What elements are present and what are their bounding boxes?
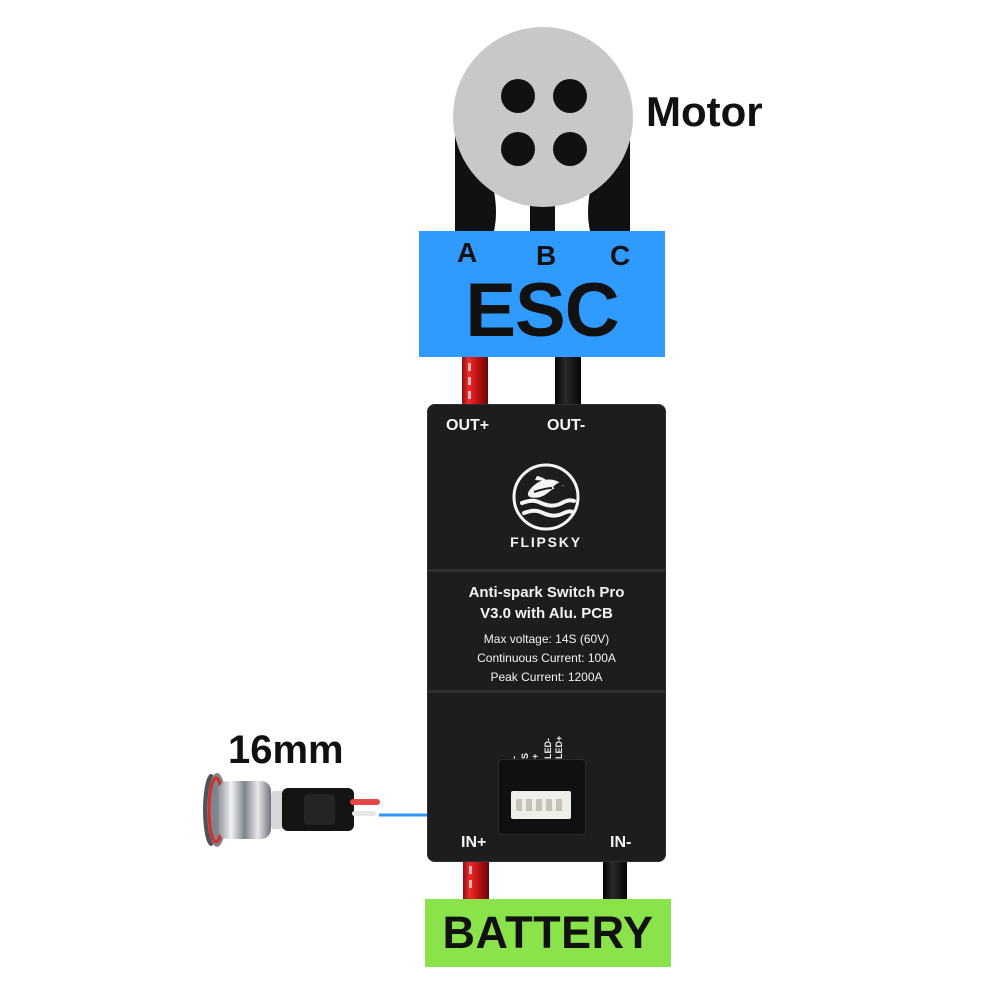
motor-hole-bottom-right (553, 132, 587, 166)
motor-body (453, 27, 633, 207)
anti-spark-switch-device: OUT+ OUT- FLIPSKY Anti-spark Switch Pro … (427, 404, 666, 862)
in-plus-label: IN+ (461, 834, 487, 851)
switch-metal-body (218, 781, 271, 839)
spec-current: Continuous Current: 100A (477, 651, 616, 665)
switch-thread (271, 791, 285, 829)
motor-hole-top-right (553, 79, 587, 113)
battery-box: BATTERY (425, 899, 671, 967)
esc-output-wires (462, 357, 581, 407)
dolphin-wave-logo-icon (512, 463, 580, 531)
motor-hole-top-left (501, 79, 535, 113)
esc-black-wire-upper (555, 357, 581, 407)
esc-title: ESC (465, 268, 619, 353)
battery-wires (463, 861, 627, 900)
device-title: Anti-spark Switch Pro (468, 584, 625, 601)
device-bottom-separator (427, 690, 666, 693)
motor-assembly (453, 27, 633, 248)
switch-white-lead (352, 811, 376, 816)
out-minus-label: OUT- (547, 417, 586, 434)
pin-label-led-minus: LED- (543, 738, 553, 759)
battery-label: BATTERY (442, 907, 654, 958)
switch-size-label: 16mm (228, 728, 344, 772)
brand-label: FLIPSKY (510, 534, 582, 550)
esc-box: A B C ESC (419, 231, 665, 357)
switch-red-lead (350, 799, 380, 805)
esc-red-wire-upper (462, 357, 488, 407)
red-wire-print-lower (469, 866, 472, 888)
out-plus-label: OUT+ (446, 417, 490, 434)
device-subtitle: V3.0 with Alu. PCB (480, 605, 613, 622)
pin-label-led-plus: LED+ (554, 735, 564, 759)
esc-phase-b-label: B (536, 240, 557, 271)
motor-hole-bottom-left (501, 132, 535, 166)
in-minus-label: IN- (610, 834, 632, 851)
jst-connector-pocket (498, 759, 586, 835)
device-top-separator (427, 569, 666, 572)
spec-voltage: Max voltage: 14S (60V) (483, 632, 610, 646)
spec-peak: Peak Current: 1200A (490, 670, 603, 684)
switch-heat-shrink (304, 794, 335, 825)
jst-connector-icon (511, 791, 571, 819)
battery-red-wire-lower (463, 861, 489, 900)
red-wire-print-upper (468, 363, 471, 399)
switch-assembly (203, 773, 508, 847)
battery-black-wire-lower (603, 861, 627, 900)
motor-label: Motor (646, 88, 763, 135)
esc-phase-a-label: A (457, 237, 478, 268)
esc-phase-c-label: C (610, 240, 631, 271)
